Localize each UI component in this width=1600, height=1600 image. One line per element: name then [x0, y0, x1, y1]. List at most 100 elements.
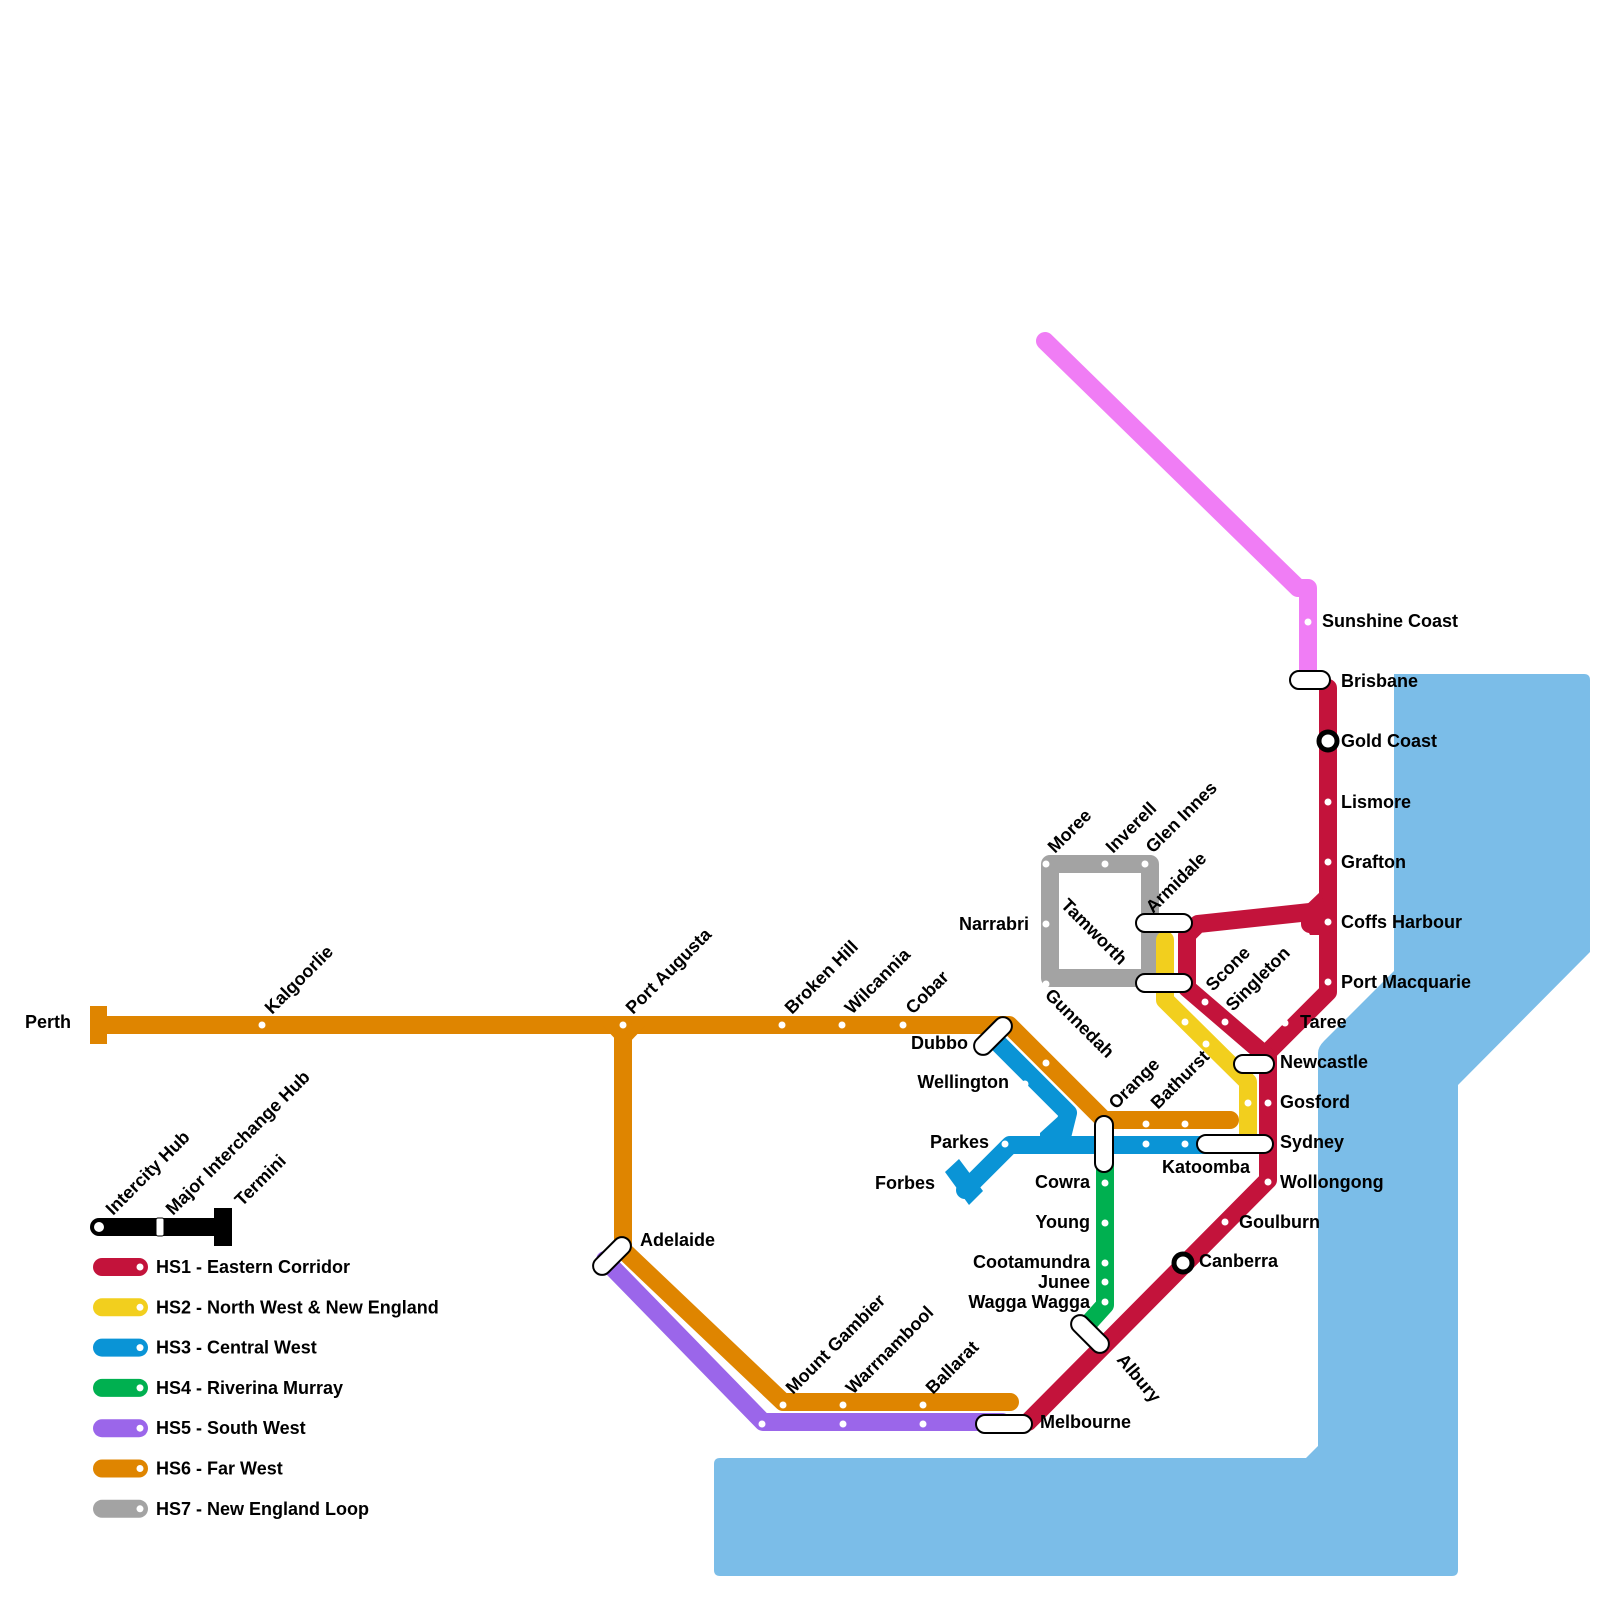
station-label-gosford: Gosford	[1280, 1092, 1350, 1112]
station-label-port-augusta: Port Augusta	[622, 924, 716, 1018]
coffs-harbour-junction-fillet	[1299, 892, 1328, 935]
legend-swatch-dot	[136, 1505, 144, 1513]
dubbo-hub[interactable]	[970, 1013, 1015, 1058]
stop-marker[interactable]	[1101, 1219, 1109, 1227]
station-label-kalgoorlie: Kalgoorlie	[261, 941, 337, 1017]
melbourne-hub[interactable]	[975, 1414, 1033, 1434]
legend-intercity-hub-icon	[94, 1222, 104, 1232]
stop-marker[interactable]	[1101, 1259, 1109, 1267]
stop-marker[interactable]	[779, 1401, 787, 1409]
stop-marker[interactable]	[619, 1021, 627, 1029]
legend-line-label: HS2 - North West & New England	[156, 1297, 439, 1317]
stop-marker[interactable]	[1181, 1140, 1189, 1148]
stop-marker[interactable]	[839, 1401, 847, 1409]
legend-swatch-dot	[136, 1424, 144, 1432]
stop-marker[interactable]	[1141, 860, 1149, 868]
station-label-narrabri: Narrabri	[959, 914, 1029, 934]
stop-marker[interactable]	[1304, 618, 1312, 626]
legend-swatch-dot	[136, 1263, 144, 1271]
station-label-katoomba: Katoomba	[1162, 1157, 1251, 1177]
stop-marker[interactable]	[919, 1401, 927, 1409]
gold-coast-hub[interactable]	[1316, 729, 1340, 753]
stop-marker[interactable]	[1244, 1099, 1252, 1107]
tamworth-hub[interactable]	[1135, 973, 1193, 993]
stop-marker[interactable]	[1324, 978, 1332, 986]
legend-swatch-dot	[136, 1384, 144, 1392]
stop-marker[interactable]	[1264, 1099, 1272, 1107]
stop-marker[interactable]	[1201, 998, 1209, 1006]
stop-marker[interactable]	[1101, 860, 1109, 868]
station-label-newcastle: Newcastle	[1280, 1052, 1368, 1072]
sydney-hub[interactable]	[1196, 1134, 1274, 1154]
station-label-perth: Perth	[25, 1012, 71, 1032]
armidale-hub[interactable]	[1135, 913, 1193, 933]
albury-hub[interactable]	[1067, 1311, 1112, 1356]
orange-hub[interactable]	[1094, 1115, 1114, 1173]
station-label-gold-coast: Gold Coast	[1341, 731, 1437, 751]
station-label-mount-gambier: Mount Gambier	[782, 1290, 889, 1397]
stop-marker[interactable]	[1001, 1140, 1009, 1148]
stop-marker[interactable]	[1042, 860, 1050, 868]
legend-line-label: HS6 - Far West	[156, 1459, 283, 1479]
stop-marker[interactable]	[1101, 1298, 1109, 1306]
stop-marker[interactable]	[1221, 1018, 1229, 1026]
legend-termini-bar	[214, 1208, 232, 1246]
stop-marker[interactable]	[838, 1021, 846, 1029]
stop-marker[interactable]	[1142, 1120, 1150, 1128]
hs3-junction-fillet	[1040, 1113, 1072, 1150]
station-label-parkes: Parkes	[930, 1132, 989, 1152]
station-label-wagga-wagga: Wagga Wagga	[968, 1292, 1091, 1312]
stop-marker[interactable]	[1101, 1179, 1109, 1187]
stop-marker[interactable]	[1324, 798, 1332, 806]
legend-line-label: HS7 - New England Loop	[156, 1499, 369, 1519]
legend-line-label: HS1 - Eastern Corridor	[156, 1257, 350, 1277]
station-label-goulburn: Goulburn	[1239, 1212, 1320, 1232]
stop-marker[interactable]	[839, 1420, 847, 1428]
stop-marker[interactable]	[1101, 1278, 1109, 1286]
stop-marker[interactable]	[1324, 858, 1332, 866]
legend-label-termini: Termini	[231, 1151, 290, 1210]
station-label-coffs-harbour: Coffs Harbour	[1341, 912, 1462, 932]
adelaide-hub[interactable]	[589, 1233, 634, 1278]
stop-marker[interactable]	[1021, 1080, 1029, 1088]
station-label-young: Young	[1035, 1212, 1090, 1232]
station-label-albury: Albury	[1113, 1350, 1165, 1407]
stop-marker[interactable]	[1264, 1178, 1272, 1186]
brisbane-hub[interactable]	[1289, 670, 1331, 690]
stop-marker[interactable]	[1281, 1019, 1289, 1027]
station-label-sunshine-coast: Sunshine Coast	[1322, 611, 1458, 631]
station-label-cowra: Cowra	[1035, 1172, 1091, 1192]
newcastle-hub[interactable]	[1233, 1054, 1275, 1074]
stop-marker[interactable]	[758, 1420, 766, 1428]
stop-marker[interactable]	[1042, 980, 1050, 988]
stop-marker[interactable]	[1202, 1040, 1210, 1048]
stop-marker[interactable]	[1042, 920, 1050, 928]
stop-marker[interactable]	[1142, 1140, 1150, 1148]
ocean-water	[714, 674, 1590, 1576]
stop-marker[interactable]	[258, 1021, 266, 1029]
legend-major-hub-icon	[155, 1217, 165, 1237]
stop-marker[interactable]	[1181, 1018, 1189, 1026]
stop-marker[interactable]	[778, 1021, 786, 1029]
forbes-terminus-bar	[945, 1159, 983, 1205]
stop-marker[interactable]	[899, 1021, 907, 1029]
stop-marker[interactable]	[1042, 1059, 1050, 1067]
stop-marker[interactable]	[1221, 1218, 1229, 1226]
station-label-port-macquarie: Port Macquarie	[1341, 972, 1471, 992]
station-label-cootamundra: Cootamundra	[973, 1252, 1091, 1272]
hs6-line	[90, 1016, 1239, 1129]
stop-marker[interactable]	[1181, 1120, 1189, 1128]
station-label-brisbane: Brisbane	[1341, 671, 1418, 691]
station-label-moree: Moree	[1044, 805, 1096, 857]
station-label-grafton: Grafton	[1341, 852, 1406, 872]
port-augusta-junction-fillet	[602, 1025, 646, 1044]
canberra-hub[interactable]	[1171, 1251, 1195, 1275]
station-label-adelaide: Adelaide	[640, 1230, 715, 1250]
station-label-gunnedah: Gunnedah	[1041, 985, 1118, 1062]
stop-marker[interactable]	[1324, 918, 1332, 926]
station-label-cobar: Cobar	[902, 967, 953, 1018]
stop-marker[interactable]	[919, 1420, 927, 1428]
station-label-taree: Taree	[1300, 1012, 1347, 1032]
